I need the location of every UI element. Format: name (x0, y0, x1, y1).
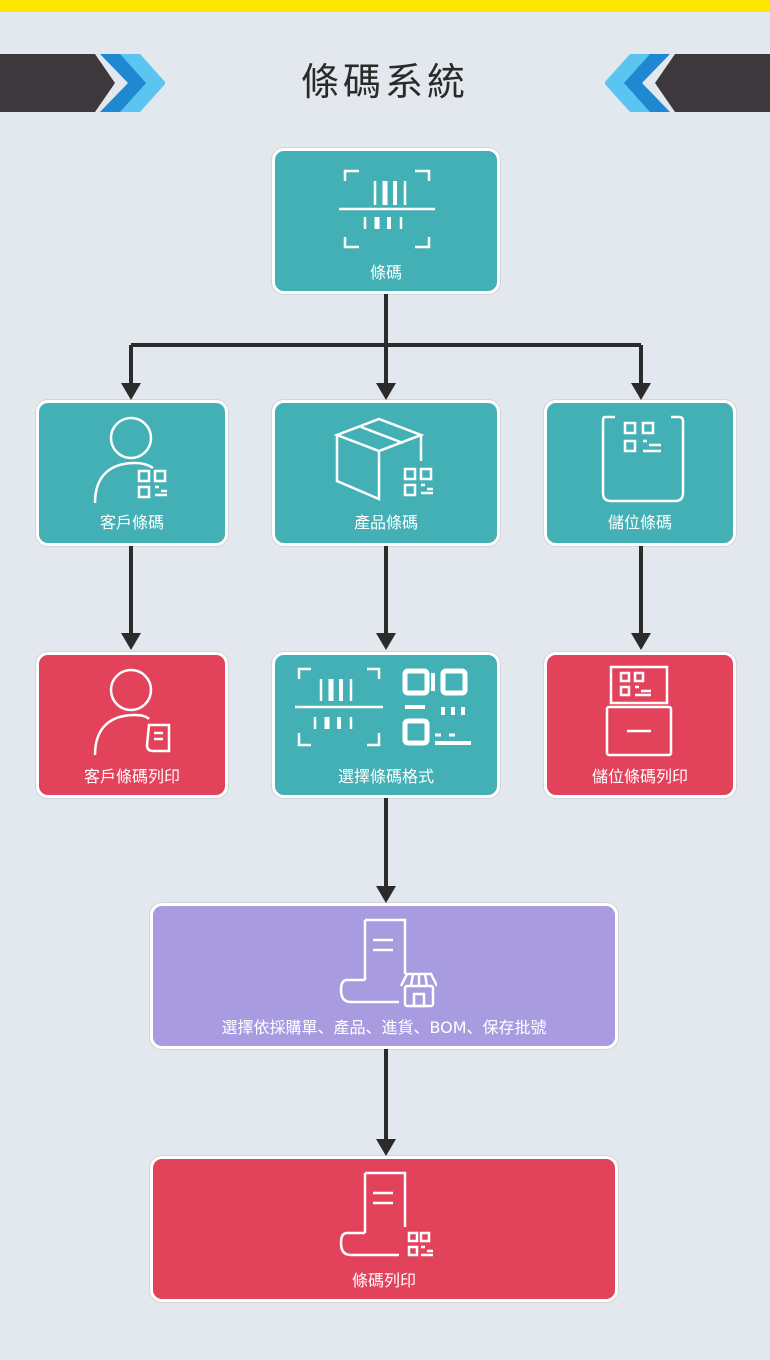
select-source-node-label: 選擇依採購單、產品、進貨、BOM、保存批號 (221, 1018, 547, 1037)
top-accent-stripe (0, 0, 770, 12)
person-receipt-icon (93, 668, 171, 756)
select-source-node[interactable]: 選擇依採購單、產品、進貨、BOM、保存批號 (150, 903, 618, 1049)
barcode-and-qr-icon (295, 667, 471, 747)
qr-drawer-icon (605, 665, 673, 757)
customer-barcode-node-label: 客戶條碼 (99, 513, 164, 532)
product-barcode-node-label: 產品條碼 (353, 513, 418, 532)
location-barcode-print-node-label: 儲位條碼列印 (591, 767, 688, 786)
location-barcode-node-label: 儲位條碼 (607, 513, 672, 532)
right-banner-chevron-icon (605, 54, 770, 112)
customer-barcode-print-node-label: 客戶條碼列印 (83, 767, 180, 786)
person-qr-icon (93, 416, 167, 504)
customer-barcode-node[interactable]: 客戶條碼 (36, 400, 228, 546)
tablet-qr-icon (601, 415, 685, 503)
barcode-scan-icon (339, 169, 435, 249)
location-barcode-print-node[interactable]: 儲位條碼列印 (544, 652, 736, 798)
page-title: 條碼系統 (300, 60, 469, 104)
product-barcode-node[interactable]: 產品條碼 (272, 400, 500, 546)
barcode-print-node[interactable]: 條碼列印 (150, 1156, 618, 1302)
customer-barcode-print-node[interactable]: 客戶條碼列印 (36, 652, 228, 798)
left-banner-chevron-icon (0, 54, 165, 112)
barcode-node-label: 條碼 (369, 263, 402, 282)
location-barcode-node[interactable]: 儲位條碼 (544, 400, 736, 546)
select-barcode-format-node[interactable]: 選擇條碼格式 (272, 652, 500, 798)
select-barcode-format-node-label: 選擇條碼格式 (337, 767, 434, 786)
box-qr-icon (333, 417, 433, 501)
barcode-node[interactable]: 條碼 (272, 148, 500, 294)
receipt-store-icon (339, 918, 437, 1008)
barcode-print-node-label: 條碼列印 (351, 1271, 416, 1290)
receipt-qr-icon (339, 1171, 433, 1257)
